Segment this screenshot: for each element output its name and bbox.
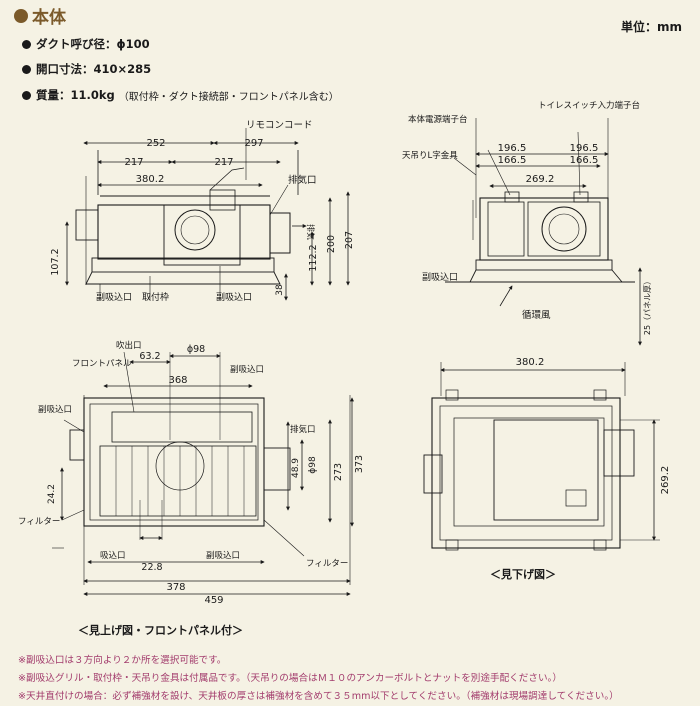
- notes: ※副吸込口は３方向より２か所を選択可能です。 ※副吸込グリル・取付枠・天吊り金具…: [18, 652, 698, 706]
- spec-duct: ダクト呼び径：ϕ100: [22, 36, 150, 52]
- dim-196-5-right: 196.5: [570, 143, 599, 154]
- dim-38: 38: [275, 284, 285, 296]
- side-view: [65, 128, 350, 301]
- label-mount-frame: 取付枠: [142, 291, 169, 303]
- dim-380-2-side: 380.2: [136, 174, 165, 185]
- dim-459: 459: [204, 595, 223, 606]
- dim-63-2: 63.2: [139, 351, 160, 362]
- dim-378: 378: [166, 582, 185, 593]
- dim-166-5-left: 166.5: [498, 155, 527, 166]
- bullet-icon: [22, 39, 31, 49]
- bullet-circle-icon: [14, 8, 28, 23]
- dim-252: 252: [146, 138, 165, 149]
- label-exhaust: 排気: [306, 224, 316, 240]
- dim-373: 373: [354, 455, 365, 473]
- spec-opening: 開口寸法：410×285: [22, 61, 151, 77]
- dim-368: 368: [168, 375, 187, 386]
- section-header: 本体: [14, 3, 66, 28]
- spec-sub: （取付枠・ダクト接続部・フロントパネル含む）: [118, 91, 339, 103]
- label-sub-inlet-front: 副吸込口: [422, 272, 458, 283]
- label-sub-inlet-side-2: 副吸込口: [216, 292, 252, 303]
- section-title: 本体: [32, 8, 66, 28]
- dim-269-2-down: 269.2: [660, 466, 671, 495]
- label-body-power-terminal: 本体電源端子台: [408, 114, 468, 125]
- up-view: [52, 351, 354, 585]
- dim-200: 200: [326, 235, 337, 253]
- dim-273: 273: [333, 463, 344, 481]
- label-exhaust-port-side: 排気口: [288, 174, 317, 186]
- dim-phi98-top: ϕ98: [187, 344, 205, 355]
- spec-label: 質量：11.0kg: [36, 88, 115, 102]
- label-sub-inlet-up-bottom: 副吸込口: [206, 550, 240, 561]
- dim-112-2: 112.2: [308, 244, 319, 271]
- label-filter-left: フィルター: [18, 517, 60, 527]
- label-sub-inlet-side: 副吸込口: [96, 292, 132, 303]
- dim-166-5-right: 166.5: [570, 155, 599, 166]
- label-exhaust-port-up: 排気口: [290, 424, 316, 435]
- spec-mass: 質量：11.0kg （取付枠・ダクト接続部・フロントパネル含む）: [22, 87, 339, 103]
- note-3: ※天井直付けの場合：必ず補強材を設け、天井板の厚さは補強材を含めて３５mm以下と…: [18, 691, 619, 702]
- label-circulating-air: 循環風: [522, 309, 551, 321]
- dim-207: 207: [344, 231, 355, 249]
- label-filter-right: フィルター: [306, 559, 348, 569]
- dim-217-left: 217: [124, 157, 143, 168]
- label-sub-inlet-up-top: 副吸込口: [230, 364, 264, 375]
- label-front-panel: フロントパネル: [72, 359, 132, 369]
- dim-48-9: 48.9: [291, 458, 301, 478]
- spec-label: ダクト呼び径：ϕ100: [36, 37, 150, 51]
- dim-phi98-side: ϕ98: [308, 456, 318, 474]
- dim-196-5-left: 196.5: [498, 143, 527, 154]
- label-inlet-port: 吸込口: [100, 550, 126, 561]
- label-blow-port: 吹出口: [116, 340, 142, 351]
- note-1: ※副吸込口は３方向より２か所を選択可能です。: [18, 655, 227, 666]
- label-panel-thickness: 25（パネル厚）: [643, 277, 652, 335]
- dim-22-8: 22.8: [141, 562, 162, 573]
- label-sub-inlet-up-left: 副吸込口: [38, 404, 72, 415]
- down-view: [423, 362, 660, 551]
- caption-up-view: ＜見上げ図・フロントパネル付＞: [78, 623, 243, 637]
- note-2: ※副吸込グリル・取付枠・天吊り金具は付属品です。（天吊りの場合はＭ１０のアンカー…: [18, 673, 562, 684]
- label-remocon-cord: リモコンコード: [246, 120, 313, 131]
- label-toilet-switch-terminal: トイレスイッチ入力端子台: [538, 100, 640, 111]
- front-view: [445, 118, 642, 346]
- dim-297: 297: [244, 138, 263, 149]
- bullet-icon: [22, 90, 31, 100]
- unit-label: 単位：mm: [620, 20, 682, 34]
- dim-107-2: 107.2: [50, 248, 61, 275]
- label-ceiling-bracket: 天吊りL字金具: [402, 150, 458, 161]
- dim-217-right: 217: [214, 157, 233, 168]
- dim-380-2-down: 380.2: [516, 357, 545, 368]
- dim-24-2: 24.2: [47, 484, 57, 504]
- dim-269-2-front: 269.2: [526, 174, 555, 185]
- caption-down-view: ＜見下げ図＞: [490, 567, 556, 581]
- bullet-icon: [22, 64, 31, 74]
- spec-label: 開口寸法：410×285: [36, 62, 152, 76]
